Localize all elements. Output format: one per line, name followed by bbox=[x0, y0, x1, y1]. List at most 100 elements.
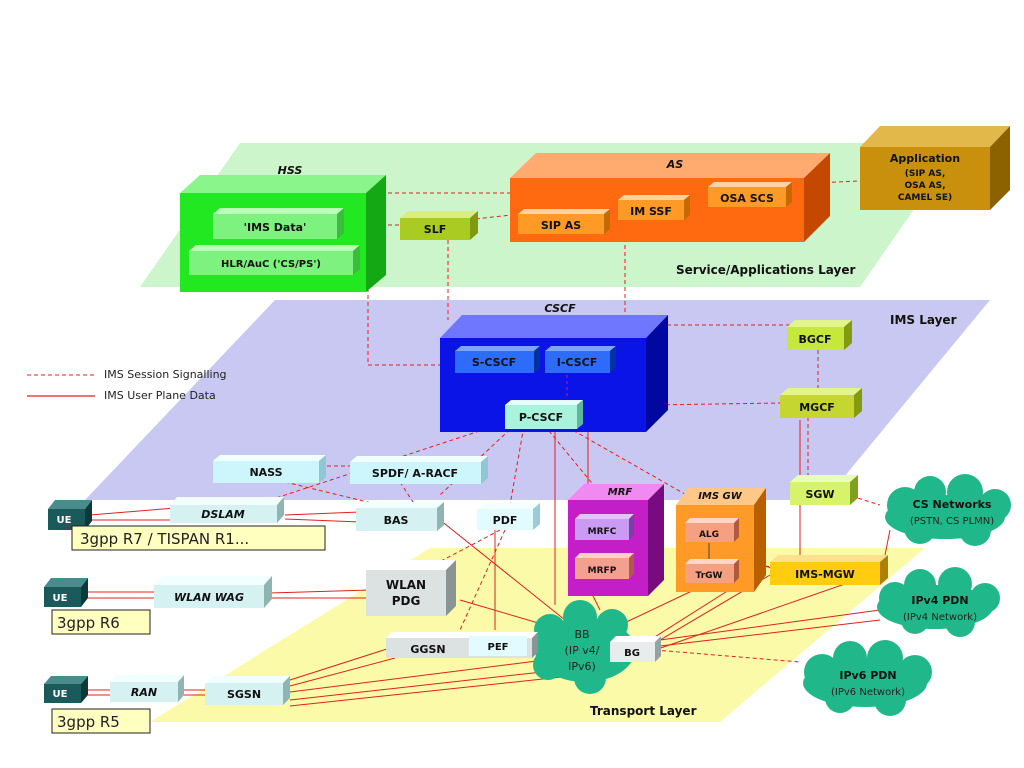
pef-box[interactable]: PEF bbox=[469, 636, 527, 656]
bgcf-label: BGCF bbox=[799, 333, 832, 346]
nass-label: NASS bbox=[249, 466, 282, 479]
cs-networks-title: CS Networks bbox=[913, 498, 992, 511]
ue-label-r7: UE bbox=[57, 515, 72, 526]
bb-line2: (IP v4/ bbox=[565, 644, 600, 657]
wlan-wag-label: WLAN WAG bbox=[174, 591, 244, 604]
transport-layer-label: Transport Layer bbox=[590, 704, 697, 718]
ims-mgw-label: IMS-MGW bbox=[795, 568, 855, 581]
as-box[interactable]: AS SIP AS IM SSF OSA SCS bbox=[510, 153, 830, 242]
spdf-label: SPDF/ A-RACF bbox=[372, 467, 458, 480]
ggsn-label: GGSN bbox=[410, 643, 445, 656]
spdf-box[interactable]: SPDF/ A-RACF bbox=[350, 456, 488, 484]
ipv4-pdn-title: IPv4 PDN bbox=[911, 594, 968, 607]
wlan-pdg-line1: WLAN bbox=[386, 578, 426, 592]
p-cscf-box[interactable]: P-CSCF bbox=[505, 400, 583, 429]
cs-networks-cloud[interactable]: CS Networks (PSTN, CS PLMN) bbox=[885, 474, 1011, 546]
ue-label-r5: UE bbox=[53, 689, 68, 700]
s-cscf-label: S-CSCF bbox=[472, 356, 516, 369]
cscf-title: CSCF bbox=[544, 302, 576, 315]
release-r5-label: 3gpp R5 bbox=[51, 708, 151, 734]
p-cscf-label: P-CSCF bbox=[519, 411, 563, 424]
application-line3: CAMEL SE) bbox=[898, 193, 952, 203]
pdf-label: PDF bbox=[493, 514, 518, 527]
hlr-auc-label: HLR/AuC ('CS/PS') bbox=[221, 259, 321, 270]
application-box[interactable]: Application (SIP AS, OSA AS, CAMEL SE) bbox=[860, 126, 1010, 210]
sgw-box[interactable]: SGW bbox=[790, 475, 858, 505]
ipv6-pdn-cloud[interactable]: IPv6 PDN (IPv6 Network) bbox=[803, 640, 932, 716]
wlan-wag-box[interactable]: WLAN WAG bbox=[154, 576, 272, 608]
ims-gw-box[interactable]: IMS GW ALG TrGW bbox=[676, 488, 766, 592]
trgw-box[interactable]: TrGW bbox=[685, 559, 739, 583]
im-ssf-label: IM SSF bbox=[630, 205, 672, 218]
mrfc-box[interactable]: MRFC bbox=[575, 514, 634, 540]
hss-title: HSS bbox=[278, 164, 303, 177]
application-line2: OSA AS, bbox=[904, 181, 945, 191]
hlr-auc-box[interactable]: HLR/AuC ('CS/PS') bbox=[189, 245, 360, 275]
nass-box[interactable]: NASS bbox=[213, 455, 326, 483]
legend-user-plane-label: IMS User Plane Data bbox=[104, 389, 216, 402]
slf-label: SLF bbox=[424, 223, 446, 236]
ims-data-box[interactable]: 'IMS Data' bbox=[213, 208, 344, 239]
trgw-label: TrGW bbox=[696, 571, 723, 581]
bg-label: BG bbox=[624, 648, 640, 659]
dslam-label: DSLAM bbox=[201, 508, 245, 521]
mgcf-label: MGCF bbox=[799, 401, 835, 414]
ipv6-pdn-sub: (IPv6 Network) bbox=[831, 687, 905, 698]
osa-scs-box[interactable]: OSA SCS bbox=[708, 182, 792, 207]
mrf-box[interactable]: MRF MRFC MRFP bbox=[568, 484, 664, 596]
sip-as-box[interactable]: SIP AS bbox=[518, 209, 610, 234]
hss-box[interactable]: HSS 'IMS Data' HLR/AuC ('CS/PS') bbox=[180, 164, 386, 292]
ims-mgw-box[interactable]: IMS-MGW bbox=[770, 555, 888, 585]
wlan-pdg-box[interactable]: WLAN PDG bbox=[366, 560, 456, 616]
ipv4-pdn-cloud[interactable]: IPv4 PDN (IPv4 Network) bbox=[877, 567, 1000, 637]
im-ssf-box[interactable]: IM SSF bbox=[618, 195, 690, 220]
ims-layer-label: IMS Layer bbox=[890, 313, 957, 327]
mrfp-box[interactable]: MRFP bbox=[575, 553, 634, 579]
ran-box[interactable]: RAN bbox=[110, 675, 184, 702]
service-layer-label: Service/Applications Layer bbox=[676, 263, 855, 277]
bb-line1: BB bbox=[574, 628, 589, 641]
sgsn-box[interactable]: SGSN bbox=[205, 676, 290, 705]
slf-box[interactable]: SLF bbox=[400, 211, 478, 240]
ggsn-box[interactable]: GGSN PEF bbox=[386, 632, 538, 658]
mrfc-label: MRFC bbox=[588, 527, 617, 537]
svg-text:3gpp R6: 3gpp R6 bbox=[57, 614, 120, 632]
ue-terminal-r5[interactable]: UE bbox=[44, 676, 88, 703]
release-r6-label: 3gpp R6 bbox=[51, 609, 151, 635]
legend-signalling-label: IMS Session Signalling bbox=[104, 368, 227, 381]
osa-scs-label: OSA SCS bbox=[720, 192, 774, 205]
mgcf-box[interactable]: MGCF bbox=[780, 388, 862, 418]
alg-box[interactable]: ALG bbox=[685, 518, 739, 542]
bgcf-box[interactable]: BGCF bbox=[787, 320, 852, 350]
alg-label: ALG bbox=[699, 530, 719, 540]
pef-label: PEF bbox=[488, 642, 509, 653]
pdf-box[interactable]: PDF bbox=[477, 503, 540, 530]
bg-box[interactable]: BG bbox=[610, 636, 661, 662]
mrfp-label: MRFP bbox=[588, 566, 617, 576]
ue-label-r6: UE bbox=[53, 593, 68, 604]
i-cscf-label: I-CSCF bbox=[557, 356, 597, 369]
cscf-box[interactable]: CSCF S-CSCF I-CSCF P-CSCF bbox=[440, 302, 668, 432]
s-cscf-box[interactable]: S-CSCF bbox=[455, 346, 540, 373]
sgw-label: SGW bbox=[805, 488, 834, 501]
bas-label: BAS bbox=[384, 514, 409, 527]
mrf-title: MRF bbox=[608, 487, 633, 498]
ue-terminal-r7[interactable]: UE bbox=[48, 500, 92, 530]
bb-cloud[interactable]: BB (IP v4/ IPv6) bbox=[533, 600, 635, 694]
i-cscf-box[interactable]: I-CSCF bbox=[545, 346, 616, 373]
dslam-box[interactable]: DSLAM bbox=[170, 497, 284, 523]
sgsn-label: SGSN bbox=[227, 688, 261, 701]
as-title: AS bbox=[666, 158, 684, 171]
ue-terminal-r6[interactable]: UE bbox=[44, 578, 88, 607]
ran-label: RAN bbox=[131, 686, 157, 699]
bas-box[interactable]: BAS bbox=[356, 502, 444, 531]
ims-data-label: 'IMS Data' bbox=[244, 221, 307, 234]
ipv6-pdn-title: IPv6 PDN bbox=[839, 669, 896, 682]
application-line1: (SIP AS, bbox=[905, 169, 946, 179]
svg-text:3gpp R7 / TISPAN R1...: 3gpp R7 / TISPAN R1... bbox=[80, 530, 249, 548]
release-r7-label: 3gpp R7 / TISPAN R1... bbox=[71, 525, 326, 551]
bb-line3: IPv6) bbox=[568, 660, 596, 673]
ipv4-pdn-sub: (IPv4 Network) bbox=[903, 612, 977, 623]
